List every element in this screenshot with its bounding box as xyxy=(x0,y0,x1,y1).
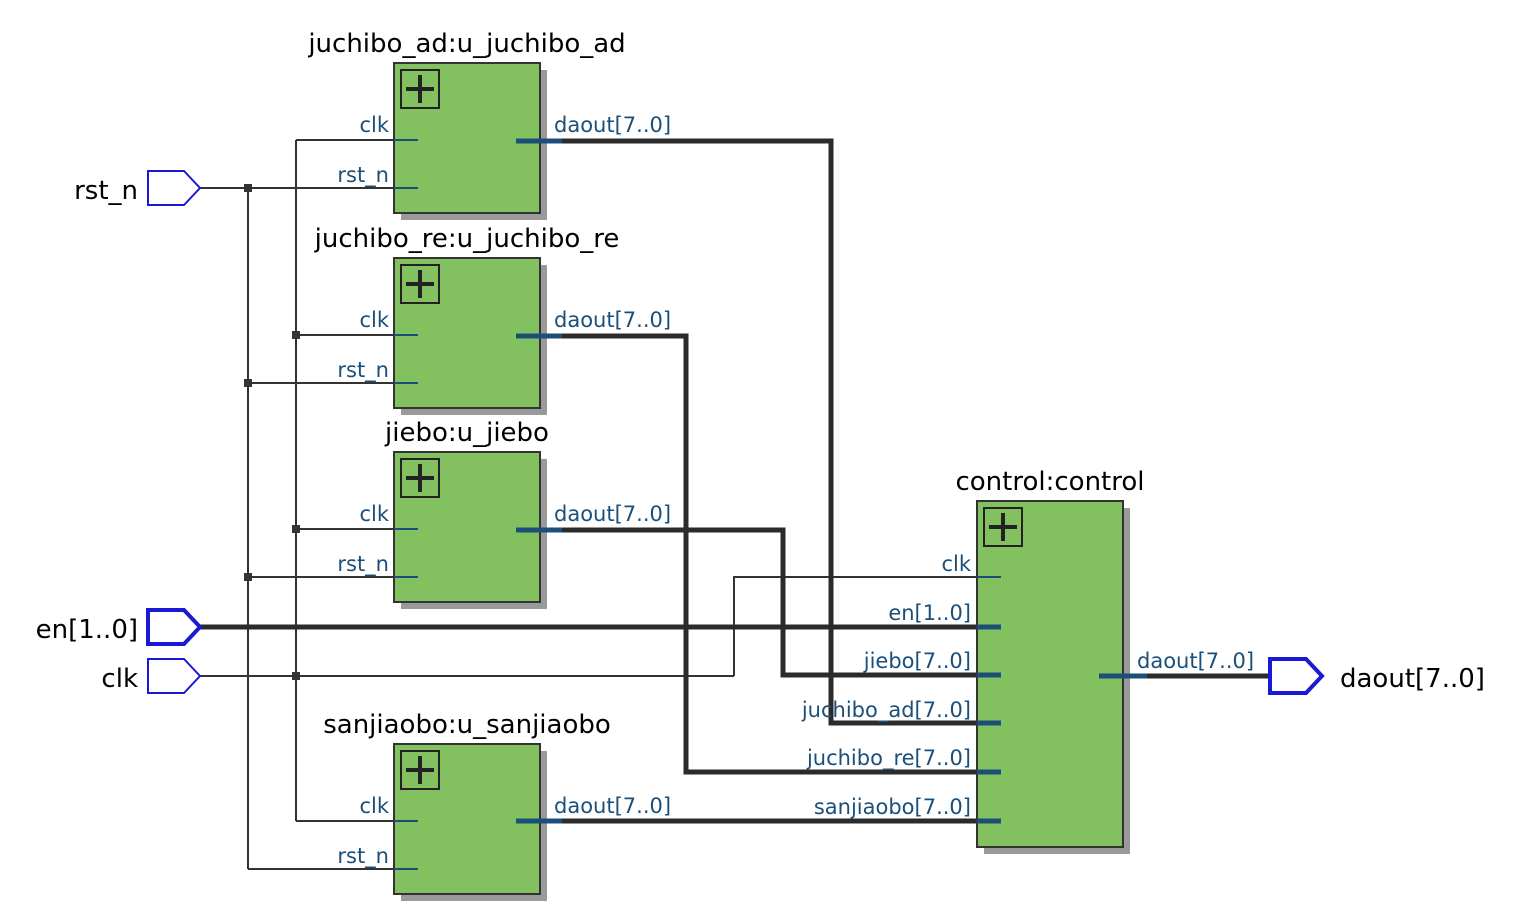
pin-daout-label: daout[7..0] xyxy=(554,794,671,818)
block-control-body[interactable] xyxy=(976,500,1124,848)
block-title: juchibo_re:u_juchibo_re xyxy=(314,224,620,254)
pin-clk-label: clk xyxy=(359,502,389,526)
block-sanjiaobo[interactable]: sanjiaobo:u_sanjiaobo clk rst_n daout[7.… xyxy=(323,710,671,901)
pin-daout-label: daout[7..0] xyxy=(554,502,671,526)
pin-daout-label: daout[7..0] xyxy=(1137,649,1254,673)
junction-dot xyxy=(292,672,300,680)
block-jiebo[interactable]: jiebo:u_jiebo clk rst_n daout[7..0] xyxy=(337,418,671,609)
pin-rst-n-label: rst_n xyxy=(337,163,389,188)
block-title: sanjiaobo:u_sanjiaobo xyxy=(323,710,611,740)
wire-juchibo-ad-bus[interactable] xyxy=(560,138,978,726)
block-control[interactable]: control:control clk en[1..0] jiebo[7..0]… xyxy=(801,467,1254,854)
wire-juchibo-re-bus[interactable] xyxy=(560,333,978,775)
block-title: control:control xyxy=(955,467,1144,497)
junction-dot xyxy=(244,573,252,581)
port-daout-label: daout[7..0] xyxy=(1340,664,1485,694)
port-clk[interactable]: clk xyxy=(101,658,202,694)
input-bus-port-icon[interactable] xyxy=(146,608,203,646)
wire-clk-control[interactable] xyxy=(733,576,978,676)
pin-sanjiaobo-label: sanjiaobo[7..0] xyxy=(814,795,971,819)
port-en-label: en[1..0] xyxy=(36,615,138,645)
port-en[interactable]: en[1..0] xyxy=(36,608,203,646)
pin-en-label: en[1..0] xyxy=(888,601,971,625)
input-port-icon[interactable] xyxy=(147,170,202,206)
junctions xyxy=(244,184,300,680)
pin-clk-label: clk xyxy=(359,308,389,332)
wires xyxy=(200,138,1270,870)
port-daout[interactable]: daout[7..0] xyxy=(1268,657,1485,695)
port-clk-label: clk xyxy=(101,664,138,694)
junction-dot xyxy=(244,184,252,192)
pin-clk-label: clk xyxy=(359,794,389,818)
pin-rst-n-label: rst_n xyxy=(337,552,389,577)
pin-clk-label: clk xyxy=(359,113,389,137)
junction-dot xyxy=(292,331,300,339)
block-juchibo-ad[interactable]: juchibo_ad:u_juchibo_ad clk rst_n daout[… xyxy=(307,29,671,220)
pin-clk-label: clk xyxy=(941,552,971,576)
junction-dot xyxy=(244,379,252,387)
output-bus-port-icon[interactable] xyxy=(1268,657,1325,695)
block-juchibo-re[interactable]: juchibo_re:u_juchibo_re clk rst_n daout[… xyxy=(314,224,671,415)
input-port-icon[interactable] xyxy=(147,658,202,694)
wire-jiebo-bus[interactable] xyxy=(560,527,978,678)
pin-daout-label: daout[7..0] xyxy=(554,308,671,332)
port-rst-n[interactable]: rst_n xyxy=(74,170,202,206)
pin-juchibo-re-label: juchibo_re[7..0] xyxy=(806,746,971,771)
block-title: juchibo_ad:u_juchibo_ad xyxy=(307,29,625,59)
pin-rst-n-label: rst_n xyxy=(337,358,389,383)
pin-juchibo-ad-label: juchibo_ad[7..0] xyxy=(801,698,971,723)
pin-jiebo-label: jiebo[7..0] xyxy=(863,649,971,673)
pin-daout-label: daout[7..0] xyxy=(554,113,671,137)
block-title: jiebo:u_jiebo xyxy=(384,418,549,448)
junction-dot xyxy=(292,525,300,533)
port-rst-n-label: rst_n xyxy=(74,176,138,206)
pin-rst-n-label: rst_n xyxy=(337,844,389,869)
